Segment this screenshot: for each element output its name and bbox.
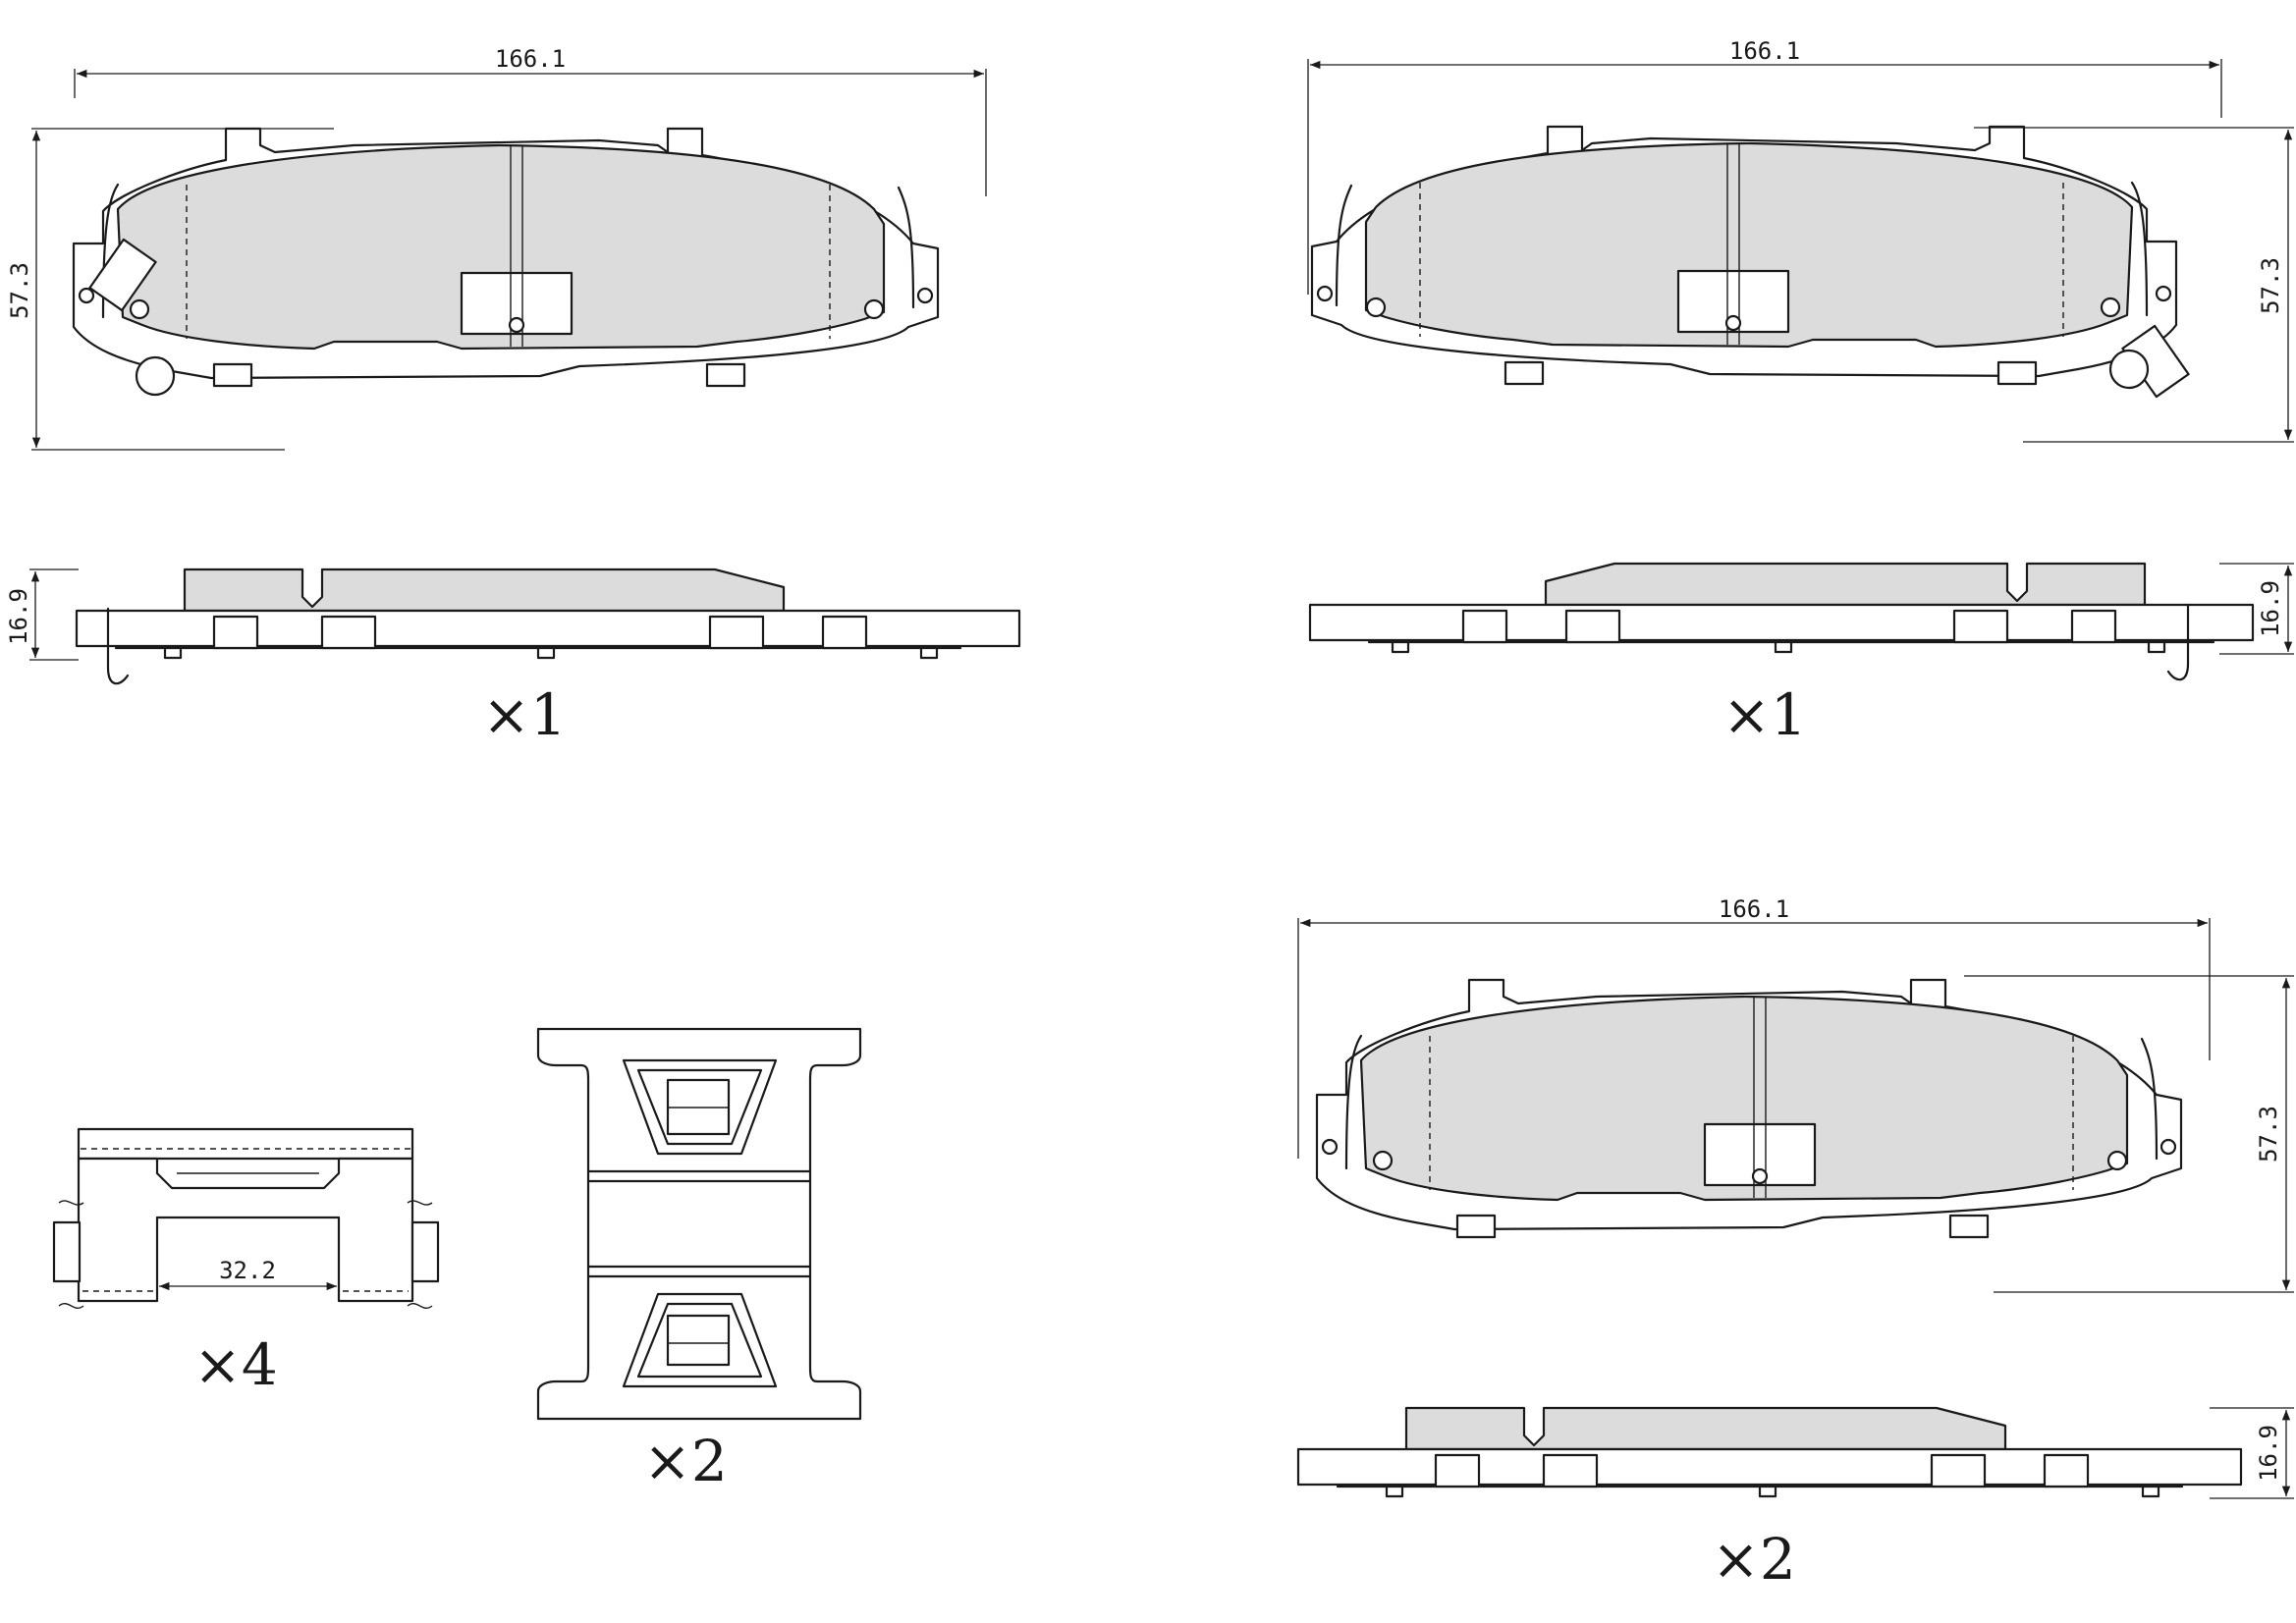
- pad-front-view-top-right: [1310, 125, 2190, 399]
- dimension-width-top-left: 166.1: [74, 45, 987, 196]
- pad-tab-mount: [88, 238, 176, 397]
- quantity-label: ×2: [643, 1428, 728, 1494]
- quantity-label: ×2: [1712, 1526, 1796, 1593]
- clip-large: [536, 1027, 862, 1421]
- pad-side-view-top-right: 16.9: [1308, 562, 2294, 681]
- dimension-width-top-right: 166.1: [1307, 37, 2222, 295]
- dimension-height-bottom-right: 57.3: [1964, 975, 2294, 1293]
- width-label: 166.1: [1719, 895, 1789, 923]
- width-label: 166.1: [495, 45, 566, 73]
- height-label: 57.3: [2257, 257, 2284, 314]
- width-label: 166.1: [1729, 37, 1800, 65]
- height-label: 57.3: [2255, 1106, 2282, 1163]
- clip-small: 32.2: [52, 1127, 440, 1309]
- pad-front-view-bottom-right: [1315, 978, 2183, 1239]
- quantity-label: ×4: [193, 1331, 278, 1398]
- thickness-label: 16.9: [2257, 580, 2284, 637]
- pad-front-view-top-left: [72, 127, 940, 397]
- dimension-height-top-left: 57.3: [6, 128, 334, 451]
- quantity-label: ×1: [1722, 681, 1807, 748]
- dimension-width-bottom-right: 166.1: [1297, 895, 2211, 1159]
- thickness-label: 16.9: [5, 588, 32, 645]
- pad-side-view-top-left: 16.9: [5, 568, 1021, 685]
- pad-tab-mount: [2108, 324, 2190, 399]
- clip-gap-label: 32.2: [219, 1257, 276, 1284]
- quantity-label: ×1: [482, 681, 567, 748]
- height-label: 57.3: [6, 262, 33, 319]
- thickness-label: 16.9: [2255, 1425, 2282, 1482]
- pad-side-view-bottom-right: 16.9: [1296, 1406, 2294, 1499]
- dimension-height-top-right: 57.3: [1974, 127, 2294, 443]
